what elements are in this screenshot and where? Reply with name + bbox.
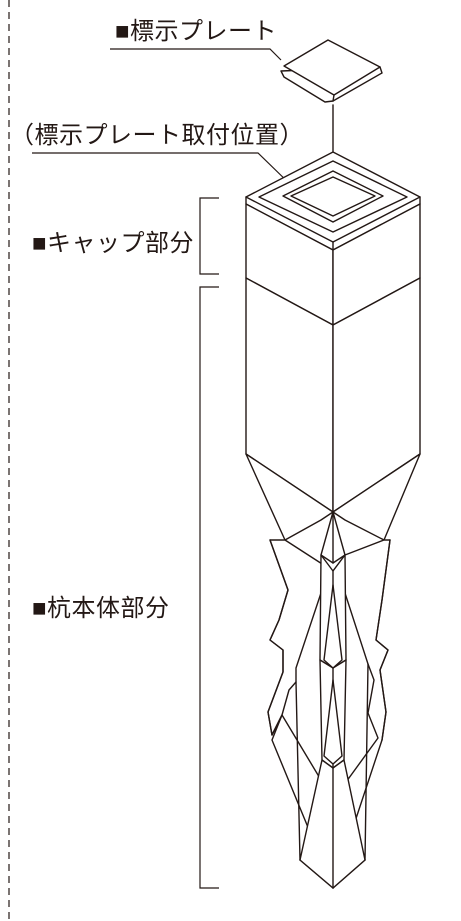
body-bracket: [199, 286, 219, 889]
label-plate-part: [280, 39, 383, 103]
stake-taper: [245, 453, 421, 564]
mount-leader-line: [32, 152, 294, 188]
stake-blades: [267, 539, 391, 889]
label-plate: ■標示プレート: [115, 18, 277, 45]
cap-part: [245, 151, 421, 326]
label-body: ■杭本体部分: [32, 595, 170, 622]
label-cap: ■キャップ部分: [32, 230, 194, 257]
label-mount-position: （標示プレート取付位置）: [10, 122, 304, 149]
cap-bracket: [199, 197, 219, 275]
plate-leader-line: [110, 48, 282, 61]
